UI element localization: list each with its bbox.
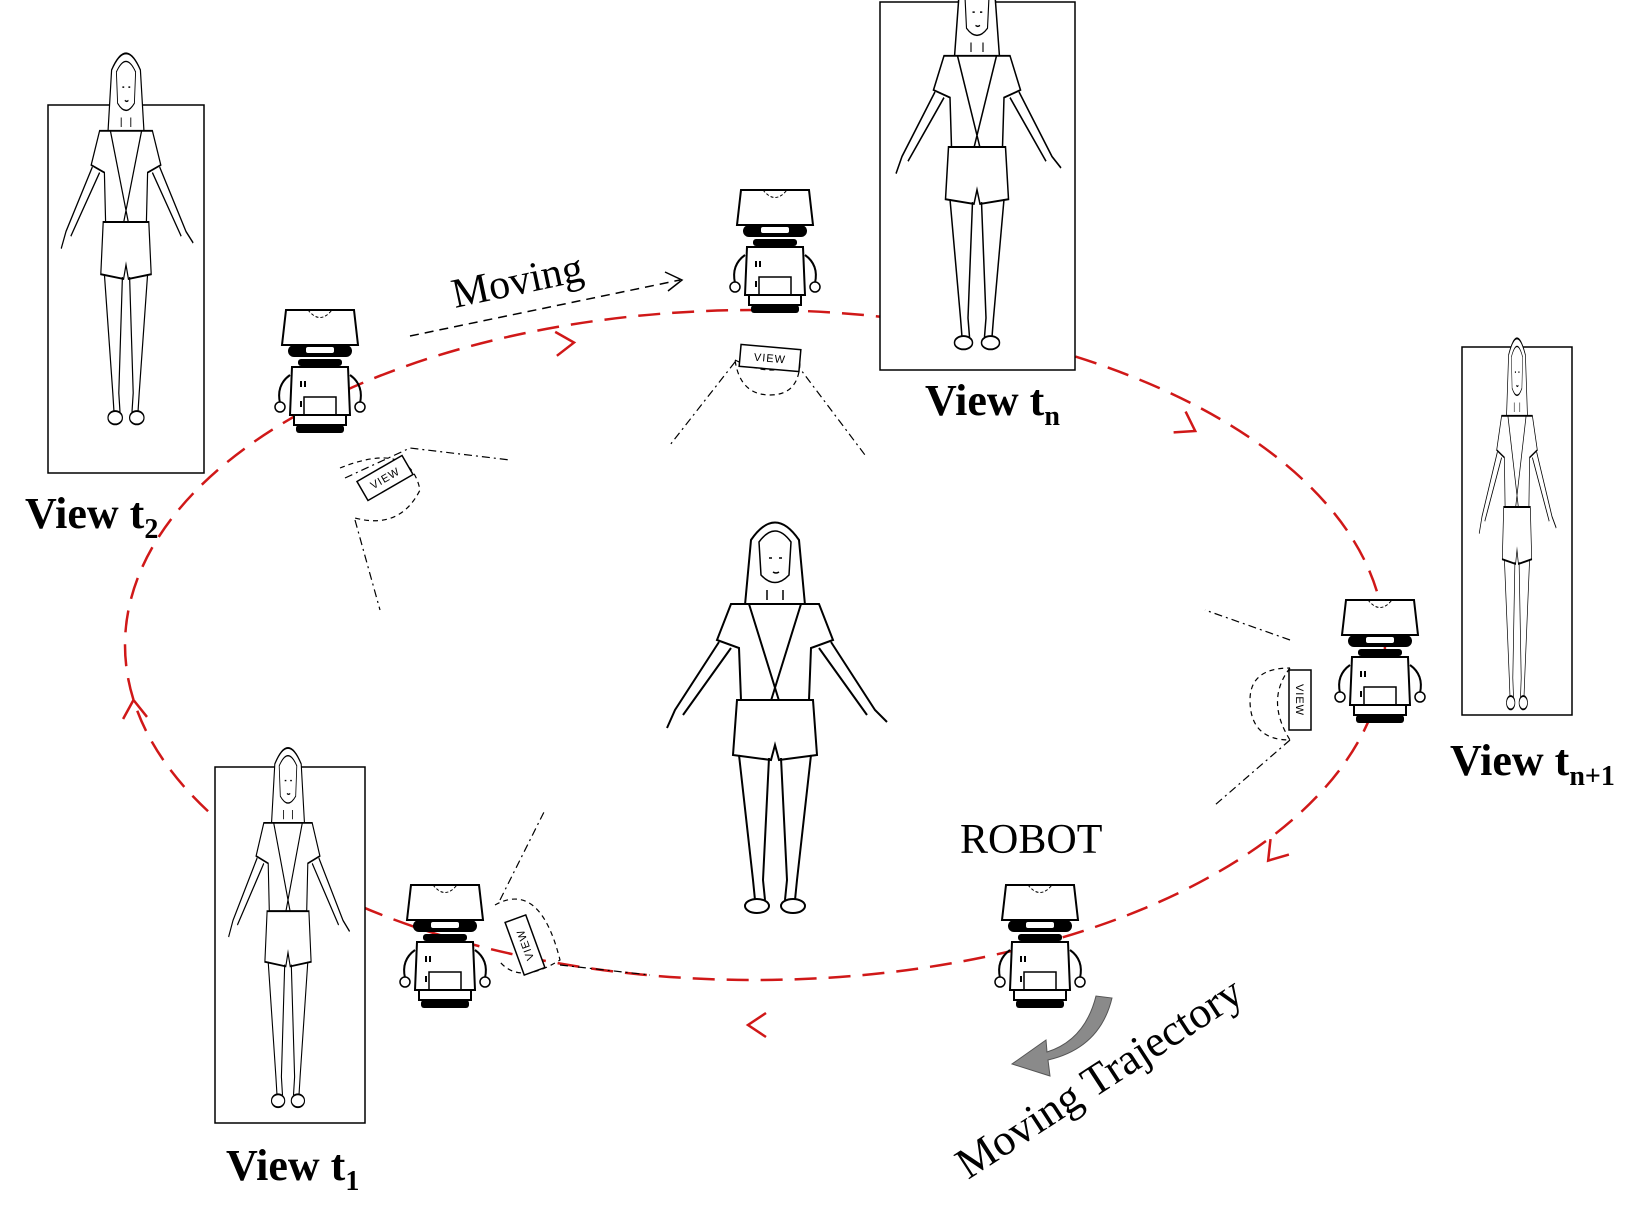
view-panel-tn1 — [1461, 337, 1573, 716]
trajectory-arrowhead — [1172, 410, 1203, 443]
robot-tn1 — [1334, 599, 1426, 724]
view-cone-arcs — [339, 358, 1292, 974]
view-badge: VIEW — [504, 913, 546, 977]
trajectory-arrowhead — [746, 1011, 768, 1039]
view-panel-tn — [879, 0, 1076, 371]
view-label-t2: View t2 — [25, 489, 158, 545]
svg-text:VIEW: VIEW — [753, 352, 786, 367]
view-panel-t2 — [47, 52, 205, 474]
trajectory-arrowhead — [120, 697, 149, 721]
view-badge: VIEW — [738, 343, 802, 373]
robot-label: ROBOT — [960, 817, 1102, 863]
view-badge: VIEW — [1288, 669, 1312, 731]
view-panel-t1 — [214, 746, 366, 1124]
moving-label: Moving — [448, 245, 588, 318]
trajectory-arrowhead — [553, 329, 577, 358]
moving-arrow — [409, 271, 684, 337]
central-subject-figure — [666, 521, 888, 914]
svg-text:VIEW: VIEW — [1293, 684, 1305, 716]
view-label-tn: View tn — [925, 376, 1060, 432]
moving-trajectory-arrow — [1010, 995, 1113, 1077]
view-cone-lines — [344, 361, 1291, 976]
view-label-t1: View t1 — [226, 1141, 359, 1197]
robot-tn — [729, 189, 821, 314]
robot-t2 — [274, 309, 366, 434]
robot-current — [994, 884, 1086, 1009]
view-badge: VIEW — [355, 454, 415, 502]
view-label-tn1: View tn+1 — [1450, 736, 1615, 792]
